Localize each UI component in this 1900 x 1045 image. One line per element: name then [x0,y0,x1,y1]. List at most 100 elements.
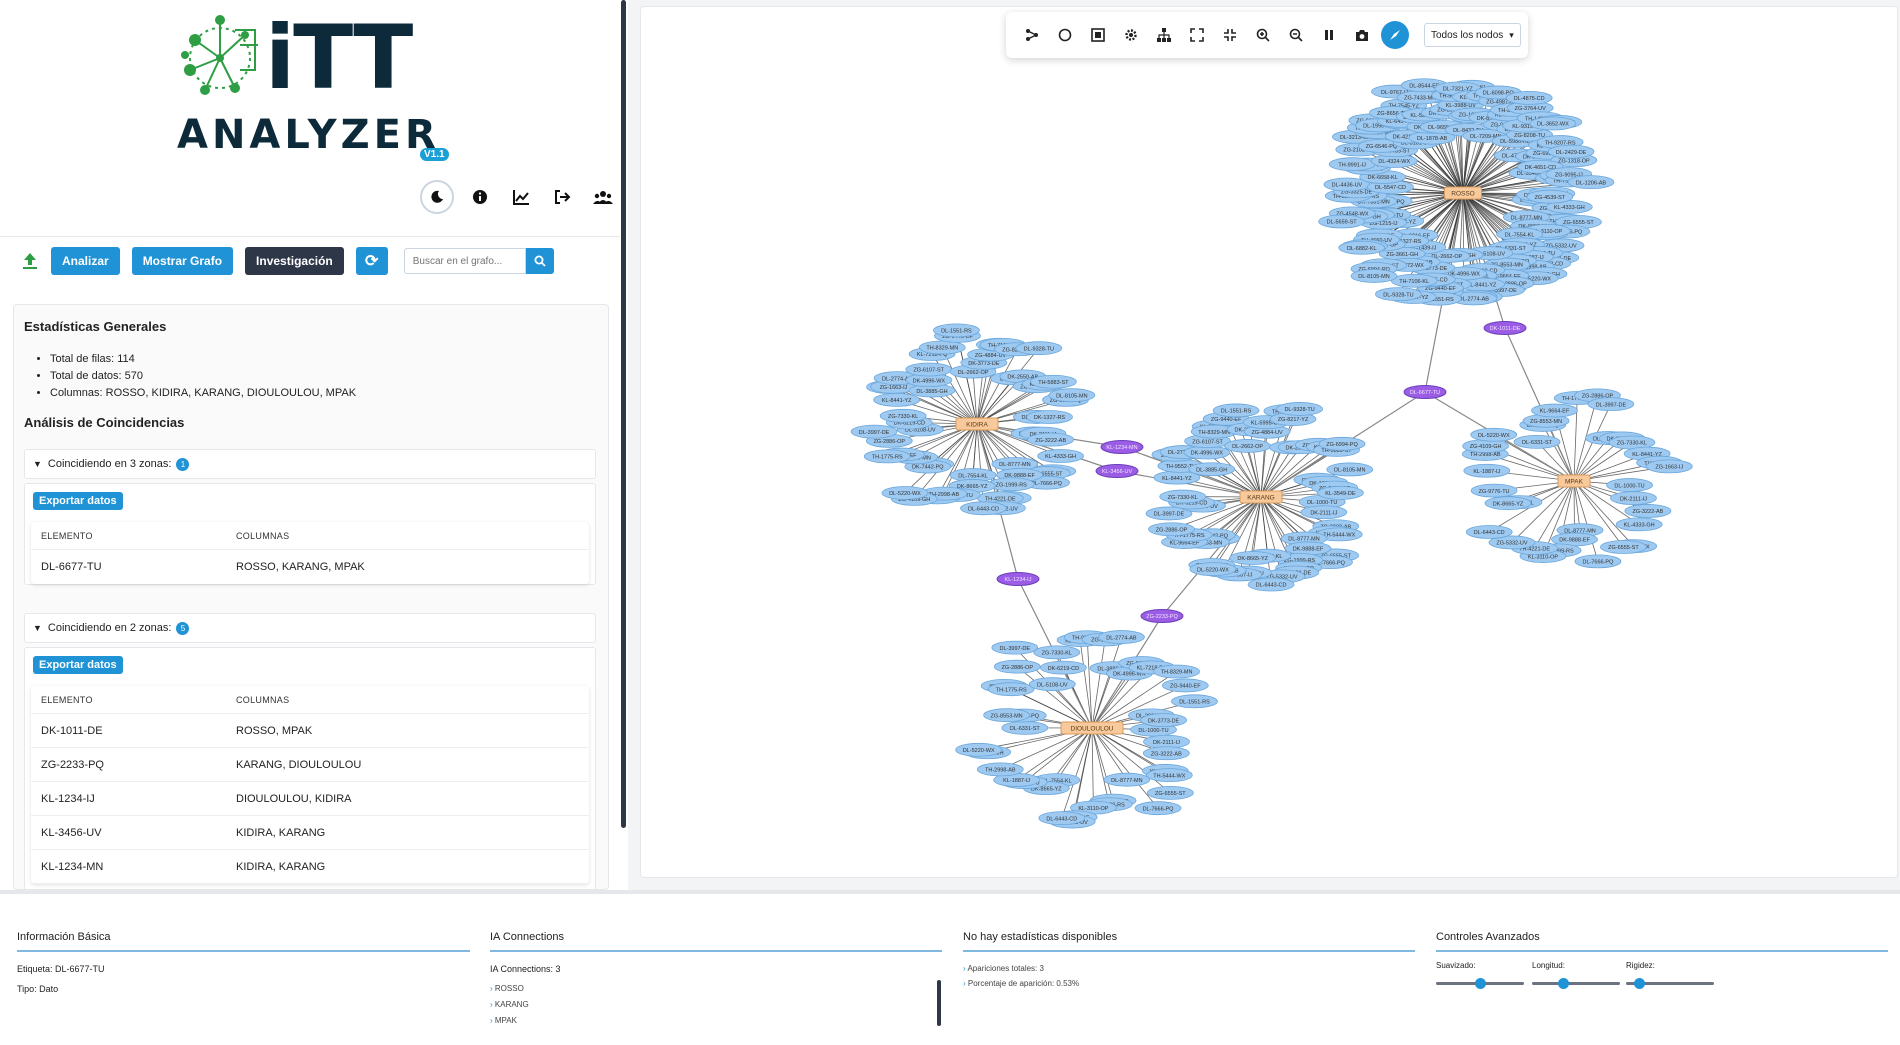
graph-leaf-node[interactable]: TH-2998-AB [976,762,1024,777]
graph-leaf-node[interactable]: DL-8105-MN [1350,269,1398,283]
graph-shared-node[interactable]: DK-1011-DE [1483,321,1527,335]
graph-leaf-node[interactable]: TH-7106-KL [1390,273,1438,288]
zoom-in-icon[interactable] [1246,20,1279,50]
graph-leaf-node[interactable]: KL-8441-YZ [873,392,921,407]
graph-leaf-node[interactable]: ZG-1999-RS [987,477,1035,492]
graph-leaf-node[interactable]: DL-5220-WX [955,742,1003,757]
upload-icon[interactable] [18,249,42,273]
graph-leaf-node[interactable]: DK-2111-IJ [1143,734,1190,749]
expand-icon[interactable] [1180,20,1213,50]
graph-leaf-node[interactable]: DL-5220-WX [1189,562,1237,577]
table-row[interactable]: DK-1011-DE ROSSO, MPAK [31,714,589,748]
graph-leaf-node[interactable]: DL-5220-WX [881,486,929,500]
graph-leaf-node[interactable]: TH-8329-MN [918,340,966,355]
graph-leaf-node[interactable]: DK-9888-EF [1284,541,1332,556]
graph-leaf-node[interactable]: DL-1551-RS [1171,694,1218,709]
graph-leaf-node[interactable]: KL-4333-GH [1615,517,1663,532]
table-row[interactable]: KL-1234-IJ DIOULOULOU, KIDIRA [31,782,589,816]
graph-hub-node[interactable]: MPAK [1557,474,1591,488]
graph-leaf-node[interactable]: DL-6443-CD [1465,525,1513,539]
graph-leaf-node[interactable]: DL-1878-AB [1408,130,1456,145]
frame-icon[interactable] [1081,20,1114,50]
graph-leaf-node[interactable]: DL-7666-PQ [1574,554,1622,569]
graph-leaf-node[interactable]: DL-2662-OP [1224,439,1272,453]
graph-leaf-node[interactable]: DL-6443-CD [1038,811,1086,826]
graph-leaf-node[interactable]: DL-4436-UV [1323,177,1371,192]
export-button-zone-2[interactable]: Exportar datos [33,656,123,674]
graph-leaf-node[interactable]: ZG-9776-TU [1470,483,1518,498]
graph-leaf-node[interactable]: DL-8777-MN [1103,772,1151,787]
graph-shared-node[interactable]: KL-3456-UV [1095,464,1139,478]
graph-leaf-node[interactable]: DK-8665-YZ [1484,496,1532,511]
graph-shared-node[interactable]: KL-1234-IJ [996,572,1040,586]
graph-leaf-node[interactable]: KL-9664-EF [1531,403,1578,418]
graph-leaf-node[interactable]: DL-6331-ST [1513,434,1561,449]
table-row[interactable]: KL-3456-UV KIDIRA, KARANG [31,816,589,850]
graph-shared-node[interactable]: ZG-2233-PQ [1140,609,1184,623]
graph-leaf-node[interactable]: DL-3997-DE [1587,397,1635,412]
graph-leaf-node[interactable]: DL-1551-RS [933,323,980,338]
graph-leaf-node[interactable]: TH-1775-RS [863,449,911,464]
moon-icon[interactable] [420,180,454,214]
slider-thumb[interactable] [1475,978,1486,989]
graph-leaf-node[interactable]: DK-6219-CD [1039,660,1087,675]
graph-leaf-node[interactable]: DL-9328-TU [1375,287,1422,302]
circle-icon[interactable] [1048,20,1081,50]
graph-leaf-node[interactable]: ZG-7330-KL [879,408,927,423]
graph-leaf-node[interactable]: ZG-9440-EF [1161,678,1209,693]
graph-leaf-node[interactable]: ZG-3222-AB [1027,432,1075,447]
network-graph[interactable]: DL-1000-TUDK-2111-IJZG-3222-ABKL-4333-GH… [641,7,1898,878]
graph-hub-node[interactable]: DIOULOULOU [1060,721,1124,735]
pause-icon[interactable] [1312,20,1345,50]
compress-icon[interactable] [1213,20,1246,50]
graph-leaf-node[interactable]: DK-3773-DE [1140,713,1188,727]
graph-leaf-node[interactable]: ZG-6555-ST [1146,785,1194,800]
analyze-button[interactable]: Analizar [51,247,120,275]
graph-leaf-node[interactable]: DL-4324-WX [1370,154,1418,168]
graph-leaf-node[interactable]: ZG-8553-MN [983,708,1031,723]
graph-leaf-node[interactable]: TH-5444-WX [1145,768,1193,783]
graph-leaf-node[interactable]: DL-9328-TU [1015,341,1063,356]
graph-leaf-node[interactable]: DL-6443-CD [960,501,1007,516]
camera-icon[interactable] [1345,20,1378,50]
panel-divider[interactable] [0,890,1900,893]
table-row[interactable]: DL-6677-TU ROSSO, KARANG, MPAK [31,550,589,584]
graph-leaf-node[interactable]: ZG-5332-UV [1488,535,1536,550]
graph-leaf-node[interactable]: ZG-6555-ST [1600,540,1647,554]
graph-leaf-node[interactable]: KL-4333-GH [1545,200,1593,214]
table-row[interactable]: KL-1234-MN KIDIRA, KARANG [31,850,589,884]
graph-leaf-node[interactable]: KL-3549-DE [1316,485,1364,500]
left-panel-scrollbar[interactable] [621,0,626,828]
table-row[interactable]: ZG-2233-PQ KARANG, DIOULOULOU [31,748,589,782]
graph-leaf-node[interactable]: DL-6882-KL [1338,240,1386,255]
share-nodes-icon[interactable] [1015,20,1048,50]
graph-leaf-node[interactable]: DL-5659-ST [1318,214,1366,229]
graph-leaf-node[interactable]: ZG-2886-OP [993,659,1041,674]
graph-leaf-node[interactable]: TH-9991-IJ [1328,157,1376,172]
graph-leaf-node[interactable]: DK-1327-RS [1026,410,1073,424]
hierarchy-icon[interactable] [1147,20,1180,50]
graph-hub-node[interactable]: KARANG [1239,490,1283,504]
ia-connections-scrollbar[interactable] [937,980,941,1026]
graph-panel[interactable]: DL-1000-TUDK-2111-IJZG-3222-ABKL-4333-GH… [640,6,1898,878]
export-button-zone-3[interactable]: Exportar datos [33,492,123,510]
graph-leaf-node[interactable]: ZG-2886-OP [1148,522,1195,537]
graph-leaf-node[interactable]: KL-1887-IJ [1463,463,1511,478]
graph-leaf-node[interactable]: DK-8665-YZ [1229,551,1277,565]
graph-leaf-node[interactable]: ZG-6994-PQ [1318,436,1366,451]
gear-icon[interactable] [1114,20,1147,50]
graph-leaf-node[interactable]: DL-4875-CD [1505,91,1553,105]
ia-connection-item[interactable]: MPAK [490,1016,517,1025]
zoom-out-icon[interactable] [1279,20,1312,50]
graph-leaf-node[interactable]: KL-1887-IJ [993,773,1041,787]
graph-leaf-node[interactable]: DL-6443-CD [1247,577,1295,592]
info-icon[interactable] [465,182,495,212]
chart-line-icon[interactable] [506,182,536,212]
ia-connection-item[interactable]: KARANG [490,1000,529,1009]
graph-leaf-node[interactable]: ZG-7330-KL [1033,645,1081,660]
users-icon[interactable] [588,182,618,212]
graph-leaf-node[interactable]: TH-5883-ST [1029,374,1077,389]
graph-leaf-node[interactable]: DL-9328-TU [1276,402,1323,416]
graph-leaf-node[interactable]: DL-8105-MN [1048,388,1096,403]
graph-leaf-node[interactable]: ZG-8553-MN [1522,413,1570,428]
